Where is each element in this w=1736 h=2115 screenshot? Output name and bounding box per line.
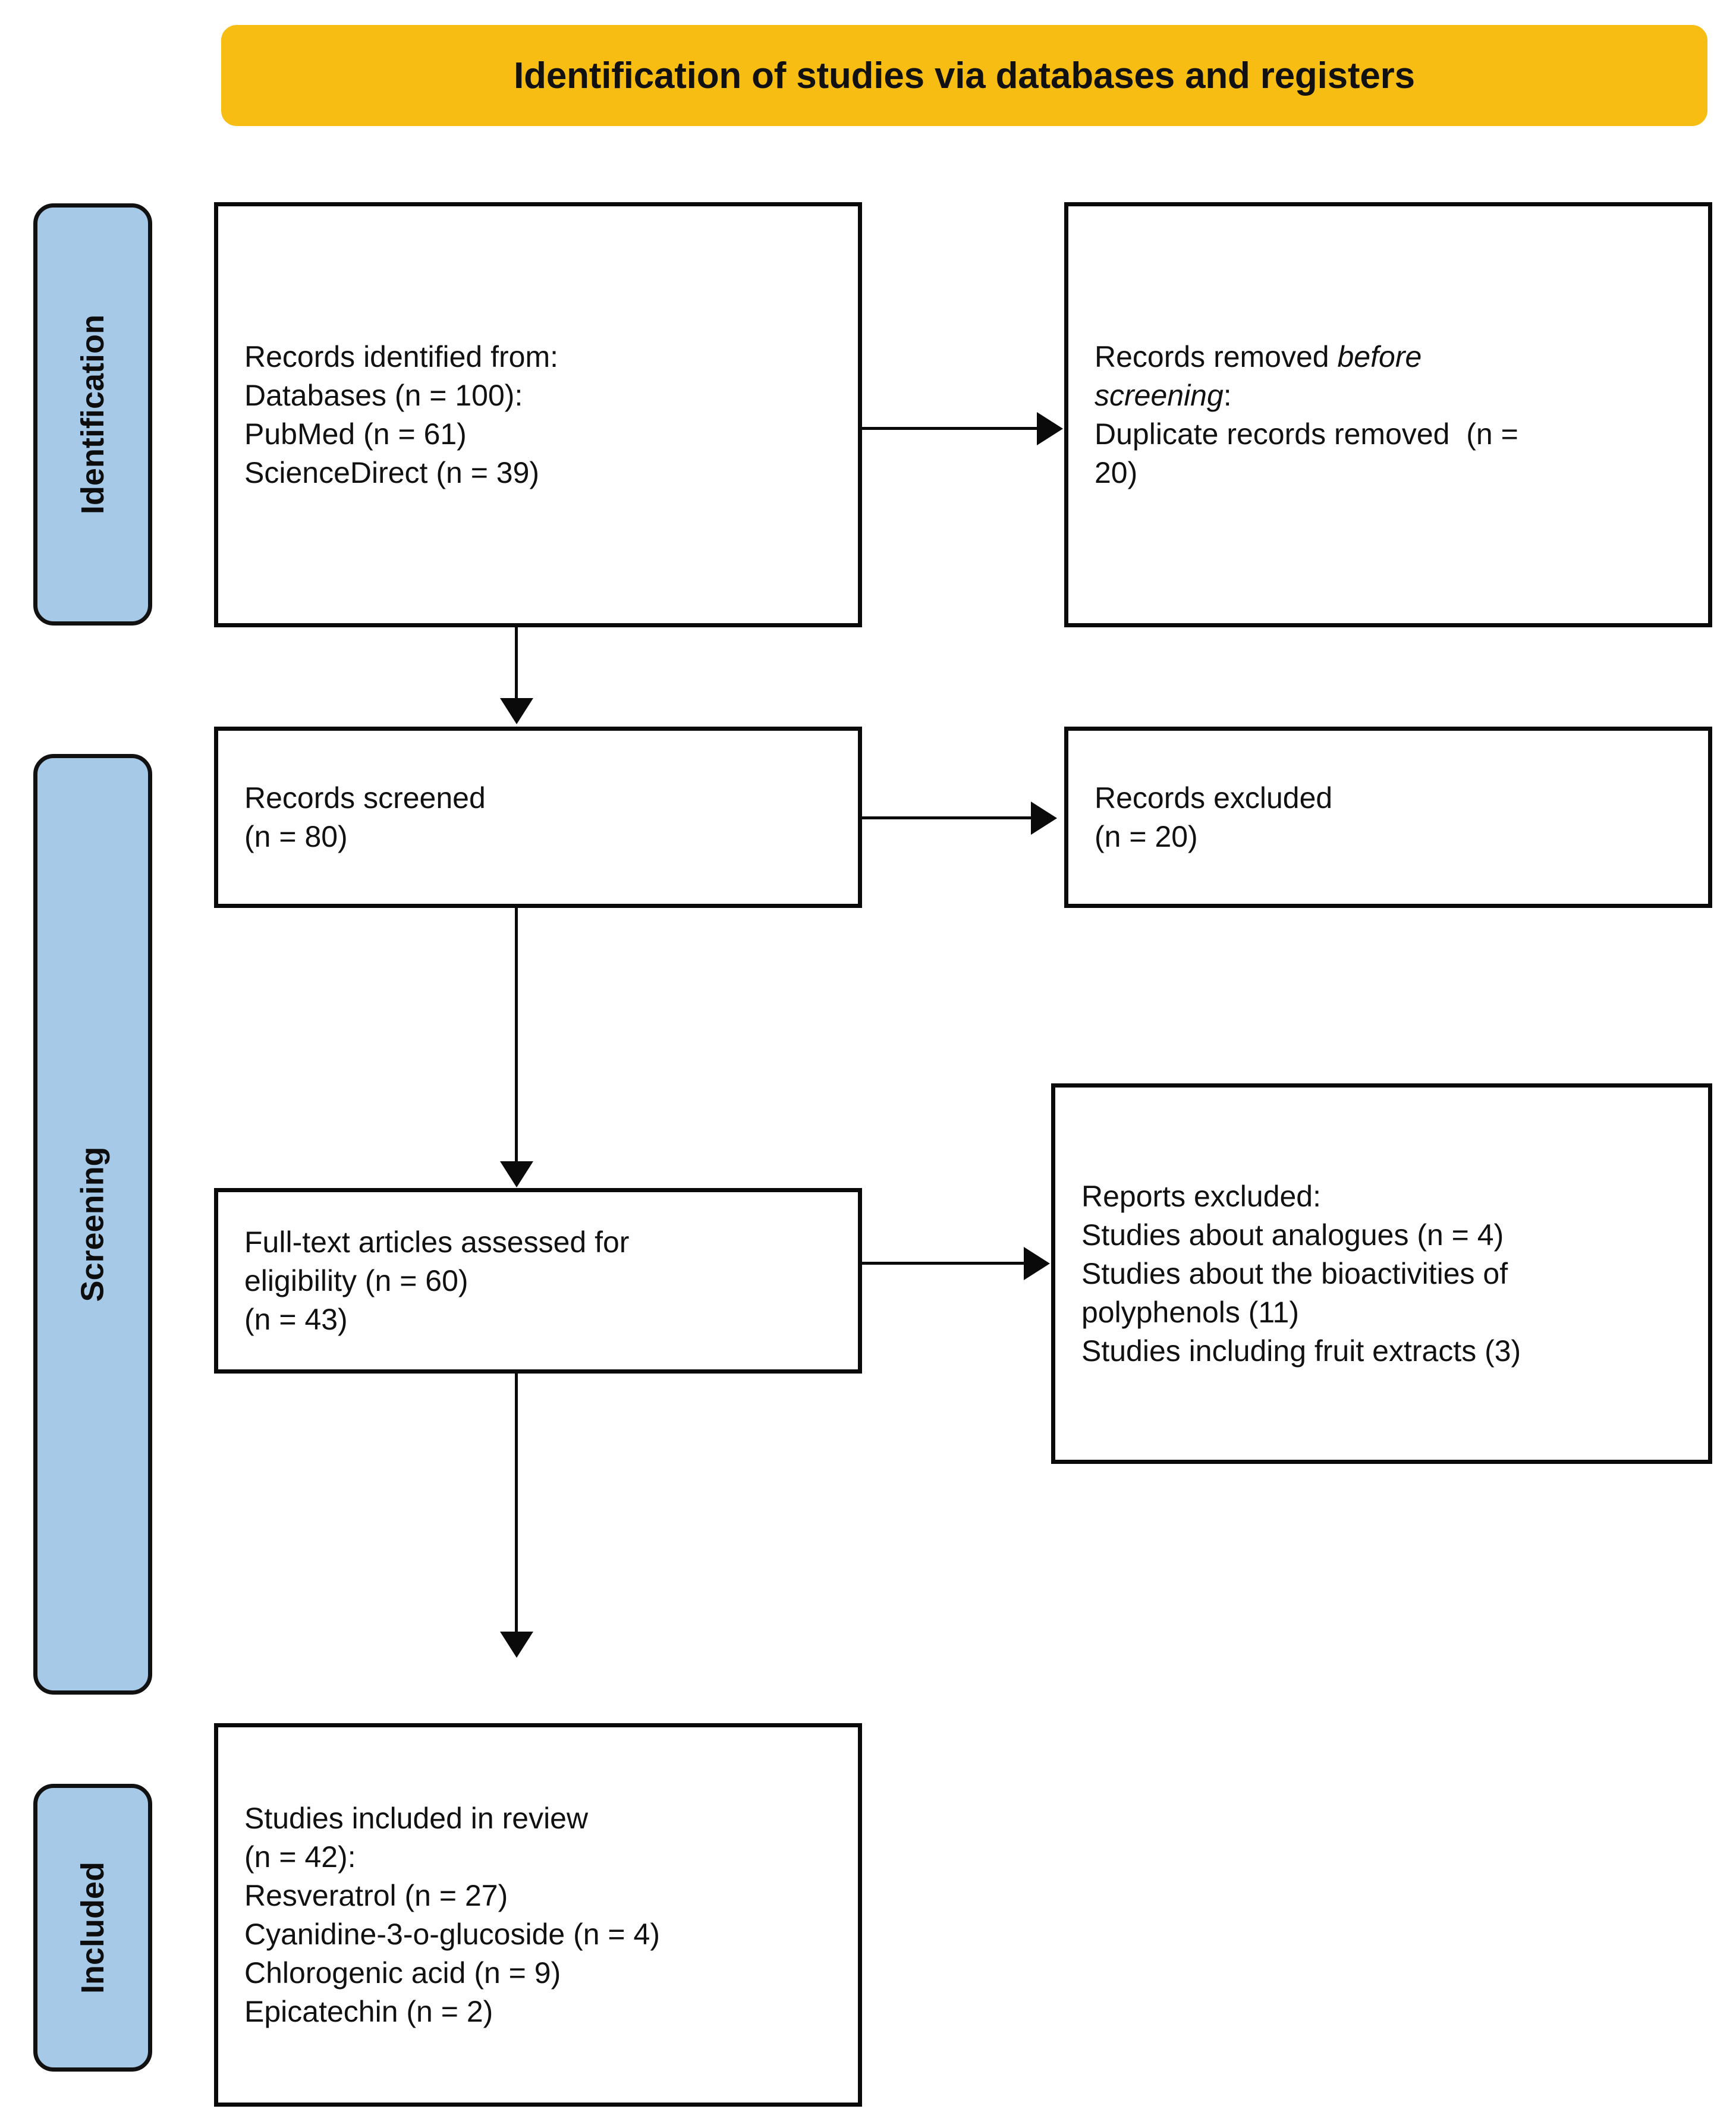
- records-excluded-line-2: (n = 20): [1095, 819, 1198, 853]
- records-removed-line-2-post: :: [1223, 378, 1232, 412]
- stage-label-screening: Screening: [33, 754, 152, 1695]
- reports-excluded-line-4: polyphenols (11): [1081, 1295, 1299, 1329]
- records-identified-line-2: Databases (n = 100):: [244, 378, 523, 412]
- fulltext-assessed-line-1: Full-text articles assessed for: [244, 1225, 630, 1259]
- box-records-identified-text: Records identified from: Databases (n = …: [218, 338, 858, 492]
- records-excluded-line-1: Records excluded: [1095, 781, 1333, 815]
- stage-label-identification-text: Identification: [75, 315, 111, 514]
- reports-excluded-line-2: Studies about analogues (n = 4): [1081, 1218, 1504, 1252]
- box-records-screened-text: Records screened (n = 80): [218, 779, 858, 856]
- records-screened-line-2: (n = 80): [244, 819, 348, 853]
- box-records-removed-before-screening: Records removed before screening: Duplic…: [1064, 202, 1712, 627]
- box-records-excluded-text: Records excluded (n = 20): [1068, 779, 1708, 856]
- box-records-excluded: Records excluded (n = 20): [1064, 727, 1712, 908]
- connector-identified-to-screened-arrowhead: [500, 698, 533, 724]
- records-identified-line-1: Records identified from:: [244, 340, 559, 373]
- connector-fulltext-to-included-line: [515, 1374, 518, 1635]
- connector-screened-to-excluded-arrowhead: [1031, 802, 1057, 835]
- stage-label-identification: Identification: [33, 203, 152, 626]
- connector-fulltext-to-included-arrowhead: [500, 1632, 533, 1658]
- box-records-screened: Records screened (n = 80): [214, 727, 862, 908]
- studies-included-line-5: Chlorogenic acid (n = 9): [244, 1956, 561, 1990]
- reports-excluded-line-5: Studies including fruit extracts (3): [1081, 1334, 1521, 1368]
- studies-included-line-2: (n = 42):: [244, 1840, 356, 1874]
- records-removed-line-2: screening:: [1095, 376, 1682, 415]
- connector-fulltext-to-reports-excluded-arrowhead: [1024, 1247, 1050, 1280]
- connector-identified-to-screened-line: [515, 627, 518, 702]
- diagram-header-banner: Identification of studies via databases …: [221, 25, 1707, 126]
- stage-label-screening-text: Screening: [75, 1146, 111, 1302]
- box-records-removed-text: Records removed before screening: Duplic…: [1068, 338, 1708, 492]
- records-removed-line-1: Records removed before: [1095, 338, 1682, 376]
- stage-label-included: Included: [33, 1784, 152, 2072]
- box-reports-excluded: Reports excluded: Studies about analogue…: [1051, 1083, 1712, 1464]
- records-identified-line-4: ScienceDirect (n = 39): [244, 455, 540, 489]
- studies-included-line-3: Resveratrol (n = 27): [244, 1878, 508, 1912]
- reports-excluded-line-3: Studies about the bioactivities of: [1081, 1256, 1508, 1290]
- records-removed-line-2-emphasis: screening: [1095, 378, 1224, 412]
- connector-screened-to-fulltext-line: [515, 908, 518, 1165]
- box-fulltext-assessed: Full-text articles assessed for eligibil…: [214, 1188, 862, 1374]
- records-removed-line-1-emphasis: before: [1337, 340, 1422, 373]
- connector-screened-to-fulltext-arrowhead: [500, 1161, 533, 1187]
- box-records-identified: Records identified from: Databases (n = …: [214, 202, 862, 627]
- box-studies-included-text: Studies included in review (n = 42): Res…: [218, 1799, 858, 2031]
- box-reports-excluded-text: Reports excluded: Studies about analogue…: [1055, 1177, 1708, 1371]
- box-studies-included: Studies included in review (n = 42): Res…: [214, 1723, 862, 2107]
- connector-fulltext-to-reports-excluded-line: [862, 1262, 1026, 1265]
- studies-included-line-1: Studies included in review: [244, 1801, 589, 1835]
- connector-screened-to-excluded-line: [862, 816, 1032, 819]
- stage-label-included-text: Included: [75, 1861, 111, 1994]
- fulltext-assessed-line-3: (n = 43): [244, 1302, 348, 1336]
- studies-included-line-4: Cyanidine-3-o-glucoside (n = 4): [244, 1917, 660, 1951]
- records-removed-line-4: 20): [1095, 455, 1138, 489]
- studies-included-line-6: Epicatechin (n = 2): [244, 1994, 493, 2028]
- records-removed-line-3: Duplicate records removed (n =: [1095, 417, 1518, 451]
- fulltext-assessed-line-2: eligibility (n = 60): [244, 1264, 468, 1297]
- page-title: Identification of studies via databases …: [514, 55, 1415, 96]
- connector-identified-to-removed-line: [862, 427, 1038, 430]
- reports-excluded-line-1: Reports excluded:: [1081, 1179, 1322, 1213]
- records-identified-line-3: PubMed (n = 61): [244, 417, 467, 451]
- box-fulltext-assessed-text: Full-text articles assessed for eligibil…: [218, 1223, 858, 1339]
- records-screened-line-1: Records screened: [244, 781, 486, 815]
- connector-identified-to-removed-arrowhead: [1037, 412, 1063, 445]
- records-removed-line-1-pre: Records removed: [1095, 340, 1338, 373]
